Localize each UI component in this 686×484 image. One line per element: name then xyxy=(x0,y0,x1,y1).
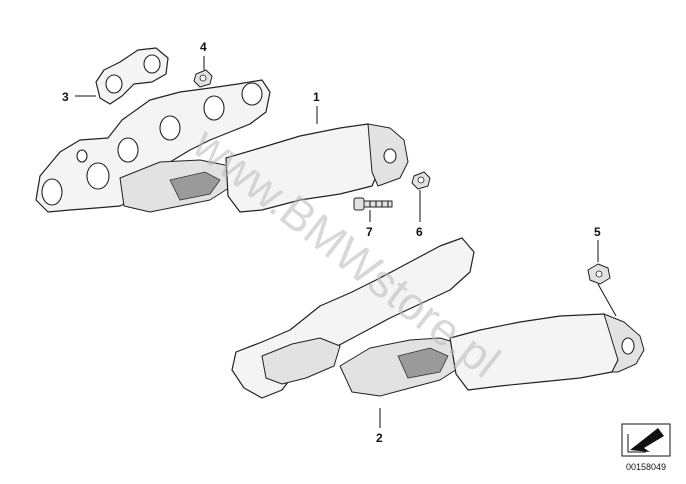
callout-1: 1 xyxy=(313,90,320,104)
exhaust-manifold-upper xyxy=(35,79,409,213)
reference-number: 00158049 xyxy=(626,462,666,472)
callout-4: 4 xyxy=(200,40,207,54)
nut-part-4 xyxy=(193,69,213,88)
callout-7: 7 xyxy=(366,225,373,239)
exhaust-manifold-lower xyxy=(231,237,645,399)
reference-box: 00158049 xyxy=(621,423,671,472)
leader-lines xyxy=(75,56,617,428)
callout-2: 2 xyxy=(376,431,383,445)
sensor-part-5 xyxy=(587,263,611,285)
bolt-part-7 xyxy=(353,197,393,211)
nut-part-6 xyxy=(411,171,431,190)
callout-6: 6 xyxy=(416,225,423,239)
callout-3: 3 xyxy=(62,90,69,104)
arrow-direction-icon xyxy=(627,428,664,453)
callout-5: 5 xyxy=(594,225,601,239)
gasket-part xyxy=(95,47,169,105)
